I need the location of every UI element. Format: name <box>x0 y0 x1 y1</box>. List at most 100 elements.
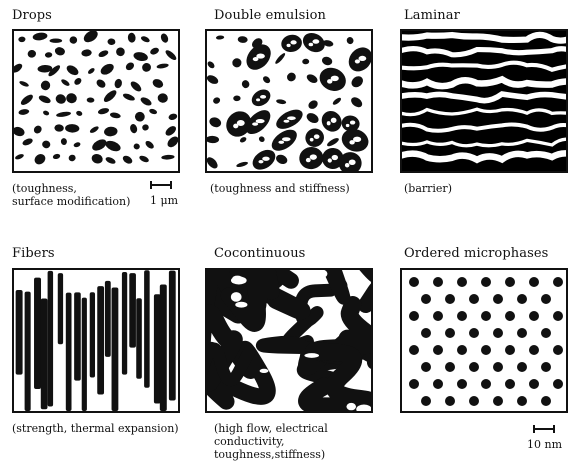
microphase-dot <box>445 328 455 338</box>
drop-particle <box>61 138 67 145</box>
microphase-dot <box>481 277 491 287</box>
emulsion-inclusion <box>282 137 291 141</box>
microphase-dot <box>421 362 431 372</box>
emulsion-inclusion <box>310 138 314 142</box>
drop-particle <box>139 96 153 108</box>
panel-title-drops: Drops <box>12 8 52 23</box>
drop-particle <box>14 125 26 137</box>
emulsion-inclusion <box>256 98 260 101</box>
drop-particle <box>129 123 138 134</box>
drop-particle <box>129 80 143 94</box>
emulsion-inclusion <box>278 141 284 144</box>
microphase-dot <box>529 379 539 389</box>
cocontinuous-morphology-image <box>207 270 371 411</box>
emulsion-particle <box>321 55 334 66</box>
emulsion-inclusion <box>332 155 338 160</box>
drop-particle <box>73 141 81 147</box>
drop-particle <box>32 32 48 42</box>
drop-particle <box>89 125 100 134</box>
emulsion-particle <box>276 99 287 105</box>
microphase-dot <box>421 328 431 338</box>
scale-bar-bottom <box>533 428 555 430</box>
microphase-dot <box>517 362 527 372</box>
emulsion-inclusion <box>233 124 238 129</box>
microphase-dot <box>529 277 539 287</box>
microphase-dot <box>421 396 431 406</box>
drop-particle <box>140 61 152 73</box>
microphase-dot <box>457 379 467 389</box>
fiber <box>97 286 104 394</box>
emulsion-inclusion <box>327 121 331 125</box>
drop-particle <box>157 93 168 103</box>
emulsion-inclusion <box>252 122 258 125</box>
drop-particle <box>45 52 53 58</box>
drop-particle <box>127 32 136 43</box>
drop-particle <box>168 113 178 121</box>
caption-fibers: (strength, thermal expansion) <box>12 422 179 435</box>
emulsion-particle <box>285 71 297 83</box>
microphase-dot <box>517 396 527 406</box>
drop-particle <box>109 112 121 120</box>
emulsion-inclusion <box>310 154 317 159</box>
microphase-dot <box>541 328 551 338</box>
emulsion-particle <box>212 96 221 105</box>
drops-morphology-image <box>14 31 178 171</box>
panel-laminar <box>400 29 568 173</box>
drop-particle <box>164 49 178 62</box>
emulsion-inclusion <box>346 124 350 127</box>
cocontinuous-gap <box>231 276 247 284</box>
emulsion-inclusion <box>327 79 332 83</box>
emulsion-particle <box>236 161 249 168</box>
panel-title-laminar: Laminar <box>404 8 460 23</box>
microphase-dot <box>541 362 551 372</box>
drop-particle <box>60 78 70 87</box>
emulsion-particle <box>262 75 272 85</box>
microphase-dot <box>541 396 551 406</box>
emulsion-inclusion <box>349 159 356 165</box>
microphase-dot <box>529 345 539 355</box>
fiber <box>48 271 53 407</box>
laminar-band <box>402 94 566 101</box>
laminar-band <box>402 33 566 41</box>
emulsion-inclusion <box>350 121 355 125</box>
emulsion-particle <box>208 116 223 129</box>
cocontinuous-gap <box>304 353 319 358</box>
microphase-dot <box>409 379 419 389</box>
drop-particle <box>151 77 164 89</box>
drop-particle <box>54 93 67 105</box>
drop-particle <box>114 46 126 58</box>
drop-particle <box>102 88 118 104</box>
drop-particle <box>52 153 60 160</box>
drop-particle <box>27 49 36 58</box>
drop-particle <box>81 49 92 57</box>
emulsion-particle <box>302 59 309 65</box>
drop-particle <box>156 63 169 69</box>
scale-label-bottom: 10 nm <box>527 438 562 451</box>
drop-particle <box>142 124 150 132</box>
laminar-band <box>402 139 566 146</box>
drop-particle <box>97 107 109 115</box>
fiber <box>66 293 72 411</box>
microphase-dot <box>421 294 431 304</box>
laminar-band <box>402 49 566 55</box>
cocontinuous-gap <box>231 292 242 302</box>
microphase-dot <box>505 379 515 389</box>
drop-particle <box>75 110 83 117</box>
microphase-dot <box>505 277 515 287</box>
panel-cocontinuous <box>205 268 373 413</box>
microphase-dot <box>457 277 467 287</box>
microphase-dot <box>469 294 479 304</box>
fiber <box>112 287 119 411</box>
drop-particle <box>65 124 80 133</box>
laminar-band <box>402 79 566 86</box>
fiber <box>154 294 161 403</box>
drop-particle <box>133 143 140 150</box>
emulsion-inclusion <box>328 158 332 162</box>
emulsion-particle <box>274 52 286 65</box>
panel-title-fibers: Fibers <box>12 246 55 261</box>
panel-ordered-microphases <box>400 268 568 413</box>
fiber <box>58 273 63 344</box>
drop-particle <box>91 153 104 165</box>
fiber <box>144 270 150 388</box>
fiber <box>122 272 127 375</box>
